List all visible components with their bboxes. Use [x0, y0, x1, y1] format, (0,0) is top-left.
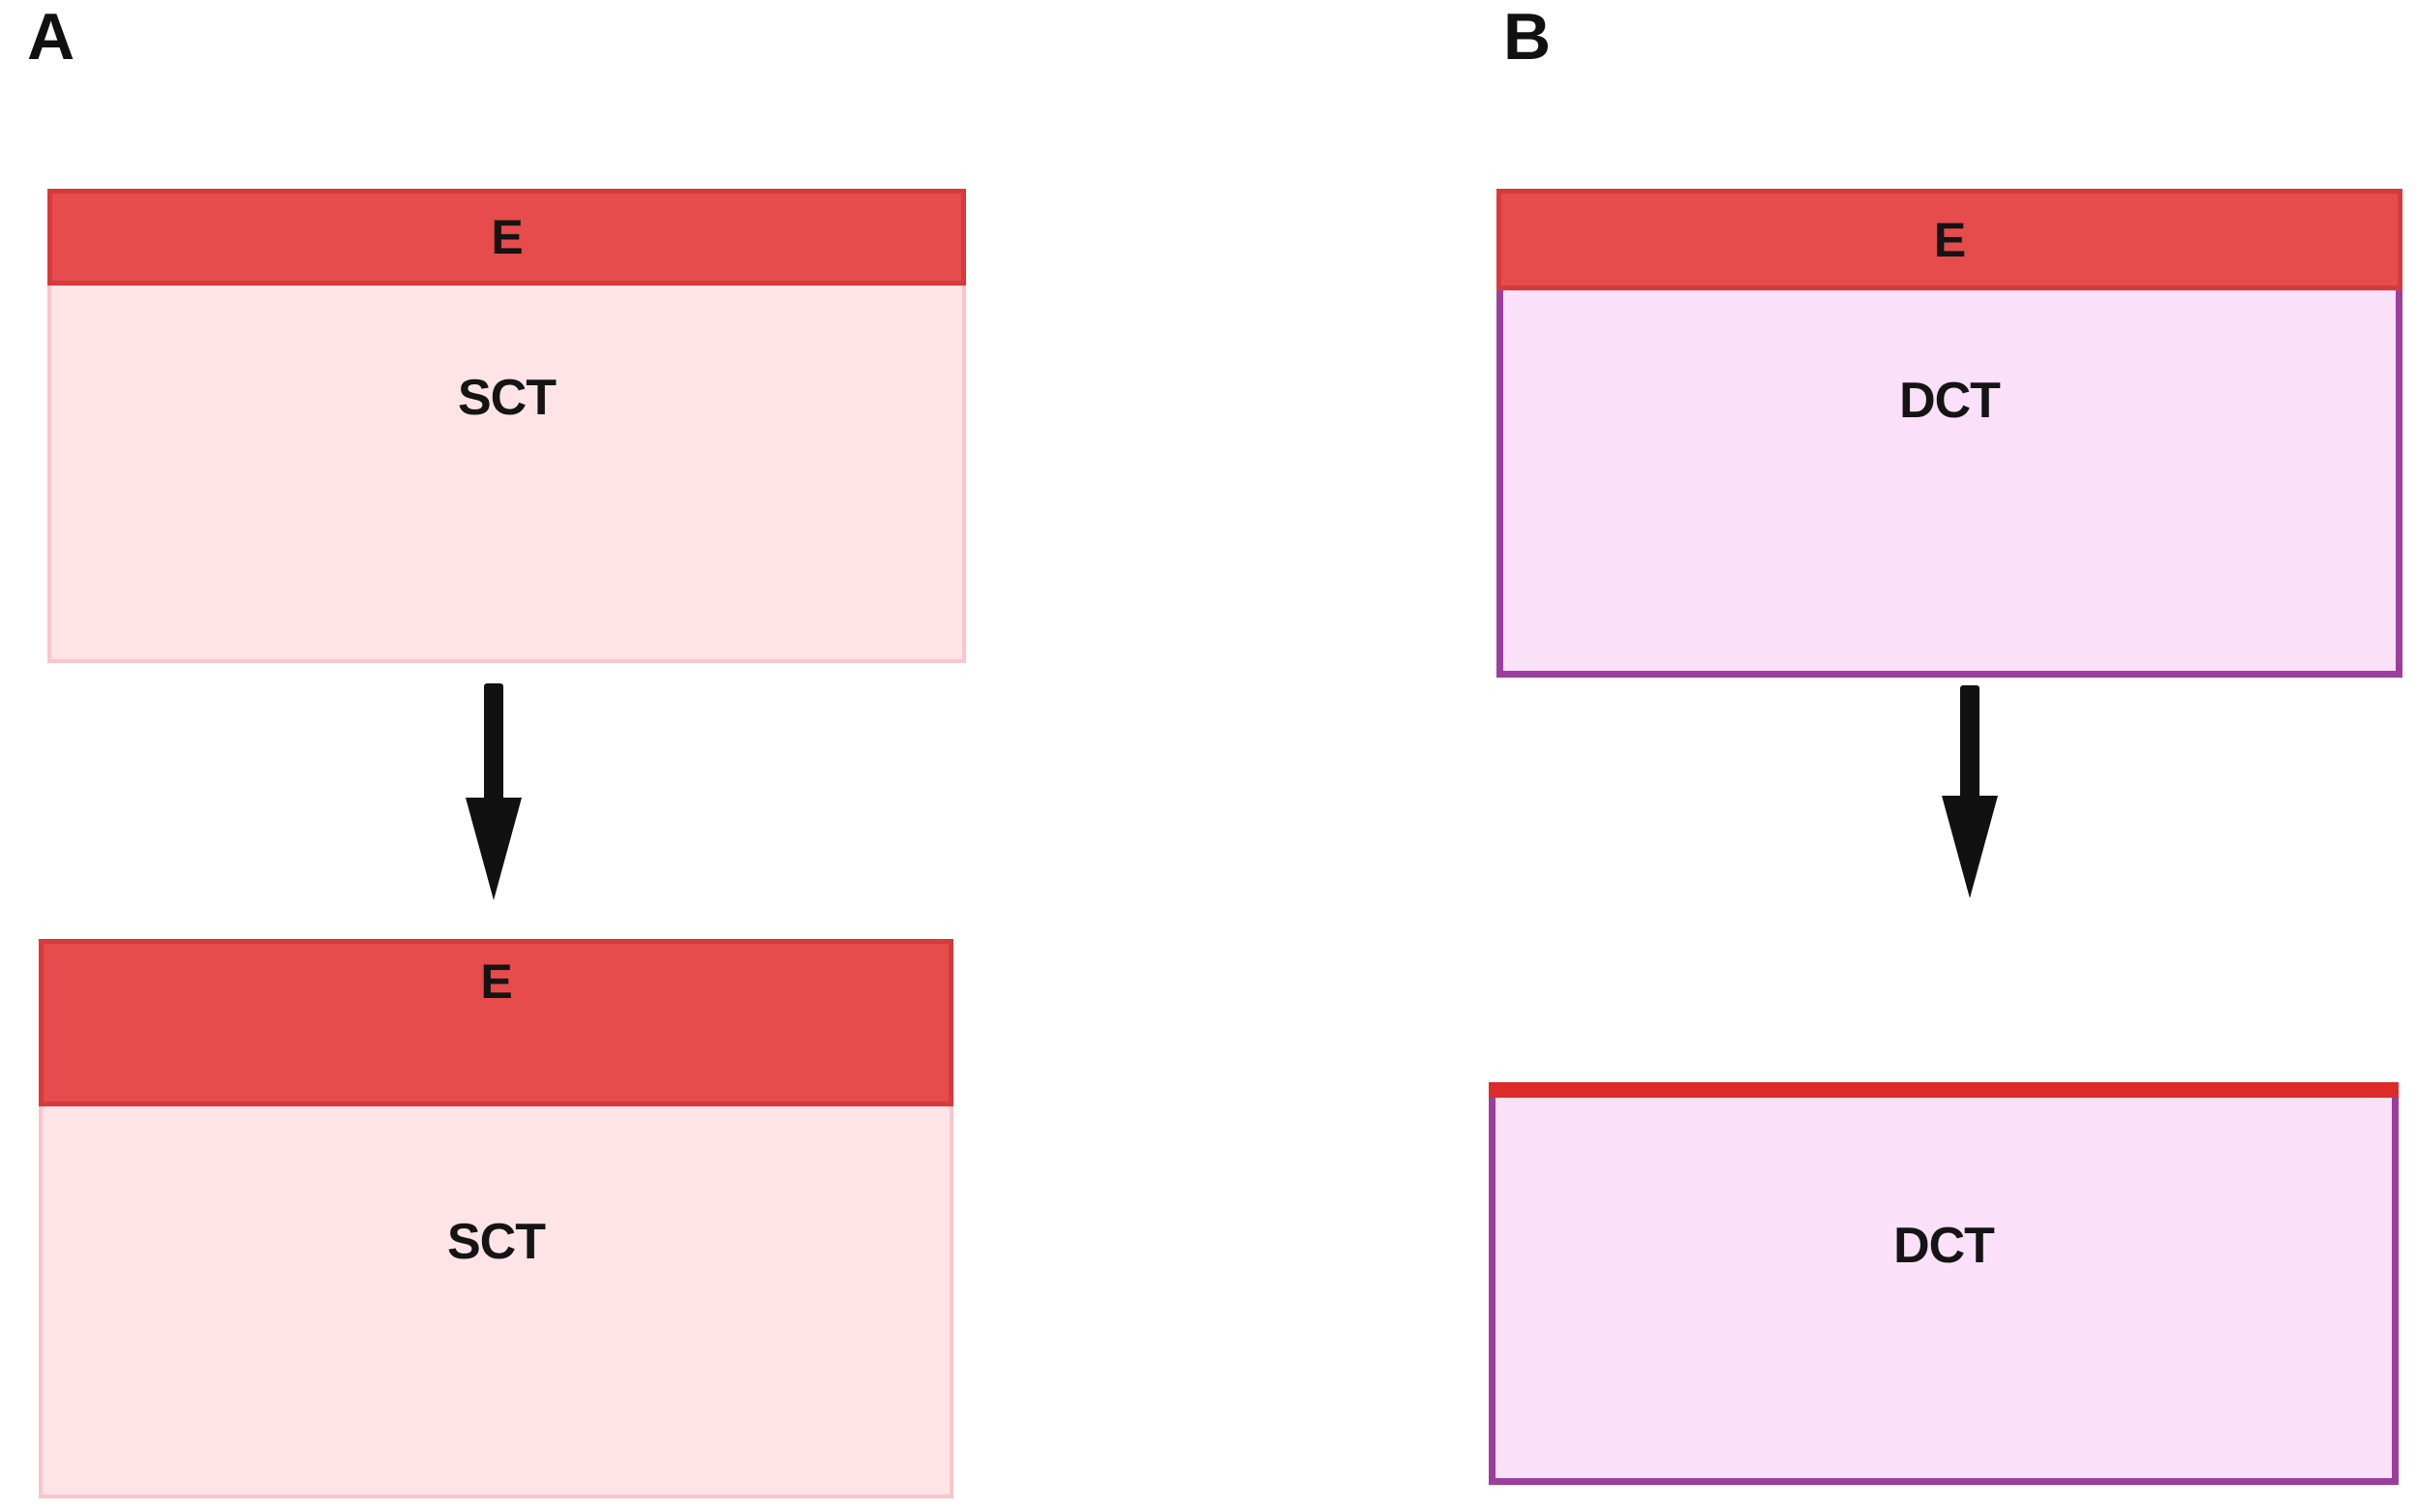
panel-a-top-box: E SCT: [47, 189, 966, 663]
arrow-stem: [484, 683, 503, 801]
arrow-head: [1942, 796, 1998, 898]
panel-a-bottom-box: E SCT: [39, 939, 953, 1498]
epithelium-label: E: [491, 210, 523, 264]
dct-label: DCT: [1899, 372, 2001, 429]
sct-label: SCT: [447, 1214, 546, 1271]
panel-b-top-box-header: E: [1496, 189, 2402, 290]
dct-label: DCT: [1893, 1218, 1995, 1275]
panel-b-bottom-box-red-strip: [1489, 1082, 2399, 1098]
arrow-head: [466, 798, 522, 900]
panel-b-top-box-body: DCT: [1496, 290, 2402, 678]
epithelium-label: E: [1933, 212, 1966, 267]
panel-a-label: A: [27, 0, 76, 74]
panel-b-label: B: [1503, 0, 1552, 74]
panel-a-top-box-header: E: [47, 189, 966, 286]
panel-a-bottom-box-body: SCT: [39, 1106, 953, 1498]
sct-label: SCT: [458, 369, 557, 426]
arrow-stem: [1960, 685, 1979, 800]
epithelium-label: E: [480, 954, 512, 1009]
panel-b-top-box: E DCT: [1496, 189, 2402, 678]
panel-b-bottom-box: DCT: [1489, 1082, 2399, 1485]
panel-a-bottom-box-header: E: [39, 939, 953, 1106]
panel-b-bottom-box-body: DCT: [1489, 1098, 2399, 1485]
panel-a-top-box-body: SCT: [47, 286, 966, 663]
